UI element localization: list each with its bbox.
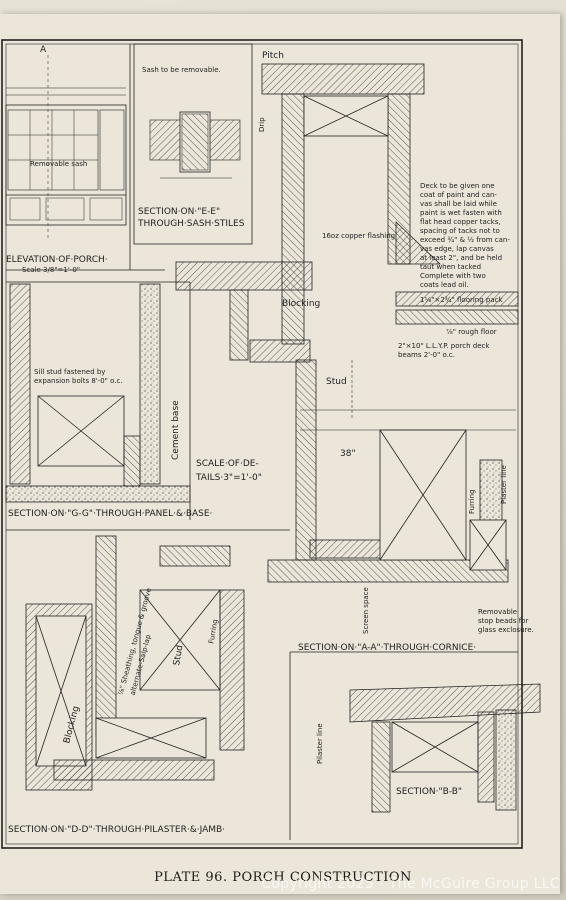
section-aa-title: SECTION·ON·"A-A"·THROUGH·CORNICE· — [298, 643, 476, 653]
section-dd-panel — [6, 529, 290, 791]
label-rough-floor: ⅞" rough floor — [446, 328, 497, 336]
plate-title: PLATE 96. PORCH CONSTRUCTION — [154, 870, 412, 885]
svg-text:flat head copper tacks,: flat head copper tacks, — [420, 218, 501, 226]
label-blocking: Blocking — [282, 299, 320, 309]
removable-stop-note-3: glass exclosure. — [478, 626, 534, 634]
svg-text:Deck to be given one: Deck to be given one — [420, 182, 495, 190]
deck-note: Deck to be given one coat of paint and c… — [420, 182, 510, 289]
label-stud-center: Stud — [172, 644, 185, 666]
svg-text:vas shall be laid while: vas shall be laid while — [420, 200, 497, 208]
copyright-watermark: Copyright 2025 - The McGuire Group LLC — [261, 876, 560, 892]
elevation-of-porch-panel — [5, 44, 165, 271]
removable-stop-note-2: stop beads for — [478, 617, 528, 625]
svg-text:spacing of tacks not to: spacing of tacks not to — [420, 227, 500, 235]
label-stud: Stud — [326, 377, 347, 387]
label-flooring: 1⅛"×2¾" flooring pack — [420, 296, 503, 304]
label-plaster-line: Plaster line — [500, 465, 508, 504]
svg-text:coat of paint and can-: coat of paint and can- — [420, 191, 497, 199]
sill-note-bolts: expansion bolts 8'-0" o.c. — [34, 377, 123, 385]
label-screen-space: Screen space — [362, 587, 370, 634]
svg-text:taut when tacked: taut when tacked — [420, 263, 481, 271]
section-dd-title: SECTION·ON·"D-D"·THROUGH·PILASTER·&·JAMB… — [8, 825, 225, 835]
label-furring: Furring — [468, 489, 476, 514]
label-deck-beams: 2"×10" L.L.Y.P. porch deck — [398, 342, 490, 350]
svg-text:at least 2", and be held: at least 2", and be held — [420, 254, 502, 262]
label-flashing: 16oz copper flashing — [322, 232, 395, 240]
scale-of-details-value: TAILS·3"=1'-0" — [195, 473, 262, 483]
cornice-section — [175, 63, 519, 583]
section-bb-panel — [289, 651, 541, 840]
label-cement-base: Cement base — [171, 400, 181, 460]
svg-text:coats lead oil.: coats lead oil. — [420, 281, 469, 289]
section-bb-title: SECTION·"B-B" — [396, 787, 462, 797]
svg-text:Complete with two: Complete with two — [420, 272, 486, 280]
sash-note: Sash to be removable. — [142, 66, 221, 74]
label-a-top: A — [40, 45, 47, 55]
label-pitch: Pitch — [262, 51, 284, 61]
svg-text:exceed ¾" & ½ from can-: exceed ¾" & ½ from can- — [420, 236, 510, 244]
label-drip: Drip — [258, 117, 266, 132]
elevation-scale: Scale 3/8"=1'-0" — [22, 266, 80, 274]
svg-text:vas edge, lap canvas: vas edge, lap canvas — [420, 245, 494, 253]
scale-of-details: SCALE·OF·DE- — [196, 459, 259, 469]
section-gg-title: SECTION·ON·"G-G"·THROUGH·PANEL·&·BASE· — [8, 509, 212, 519]
elevation-title: ELEVATION·OF·PORCH· — [6, 255, 108, 265]
label-deck-beams-spacing: beams 2'-0" o.c. — [398, 351, 455, 359]
plate-frame — [1, 39, 523, 849]
label-pilaster-line: Pilaster line — [316, 723, 324, 764]
dimension-38: 38" — [340, 449, 356, 459]
removable-stop-note: Removable — [478, 608, 517, 616]
section-ee-panel — [133, 43, 253, 245]
section-ee-title: SECTION·ON·"E-E" — [138, 207, 220, 217]
section-ee-subtitle: THROUGH·SASH·STILES — [137, 219, 245, 229]
svg-text:paint is wet fasten with: paint is wet fasten with — [420, 209, 502, 217]
label-removable-sash: Removable sash — [30, 160, 87, 168]
sill-note: Sill stud fastened by — [34, 368, 105, 376]
section-gg-panel — [5, 281, 191, 520]
